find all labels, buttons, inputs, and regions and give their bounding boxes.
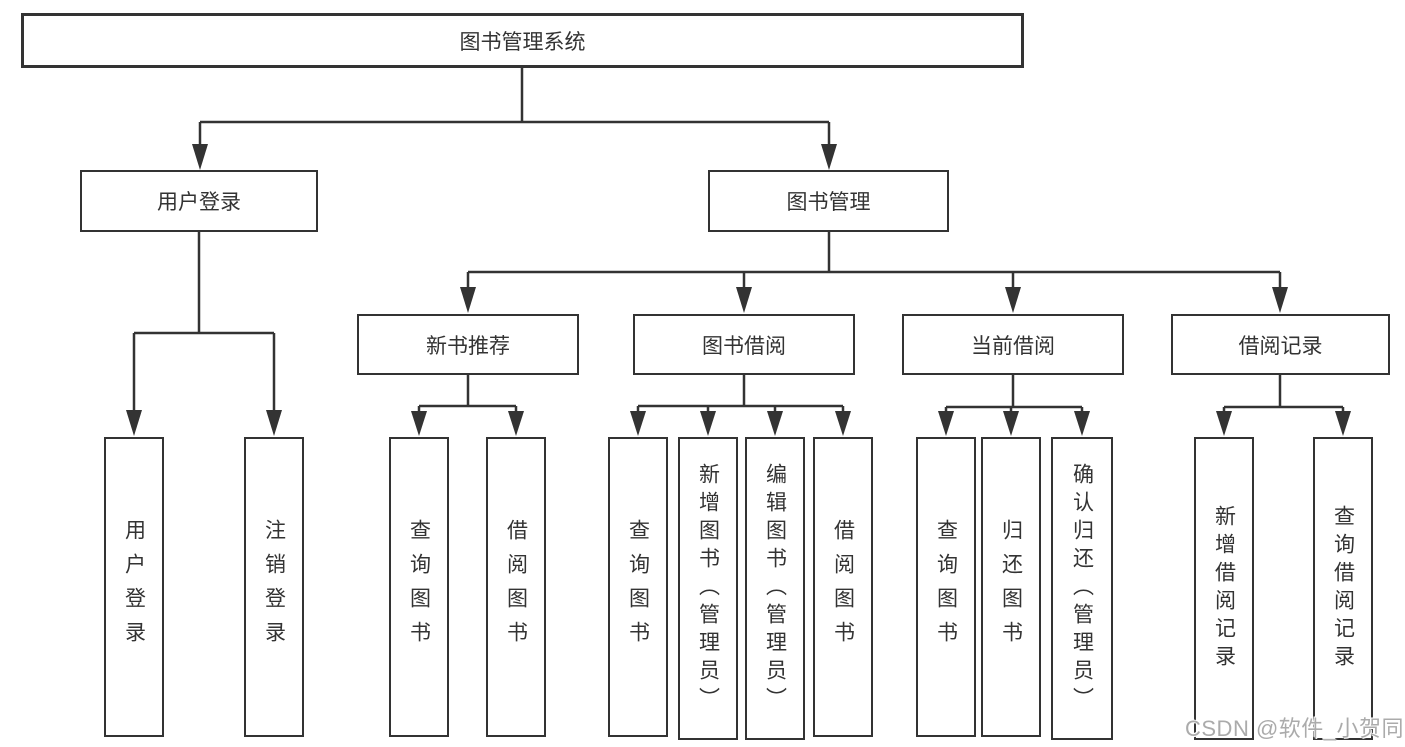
leaf-label: 确认归还（管理员）: [1070, 462, 1094, 715]
leaf-query-books-recommend: 查询图书: [389, 437, 449, 737]
leaf-return-book: 归还图书: [981, 437, 1041, 737]
node-user-login: 用户登录: [80, 170, 318, 232]
node-book-management: 图书管理: [708, 170, 949, 232]
leaf-query-books-current: 查询图书: [916, 437, 976, 737]
leaf-label: 查询图书: [934, 519, 958, 655]
leaf-logout: 注销登录: [244, 437, 304, 737]
node-current-borrow: 当前借阅: [902, 314, 1124, 375]
leaf-confirm-return-admin: 确认归还（管理员）: [1051, 437, 1113, 740]
leaf-label: 归还图书: [999, 519, 1023, 655]
leaf-label: 新增借阅记录: [1212, 504, 1236, 673]
node-root-library-system: 图书管理系统: [21, 13, 1024, 68]
leaf-label: 借阅图书: [831, 519, 855, 655]
leaf-add-borrow-record: 新增借阅记录: [1194, 437, 1254, 740]
leaf-borrow-books: 借阅图书: [813, 437, 873, 737]
leaf-borrow-books-recommend: 借阅图书: [486, 437, 546, 737]
leaf-user-login: 用户登录: [104, 437, 164, 737]
leaf-label: 注销登录: [262, 519, 286, 655]
leaf-query-books-borrow: 查询图书: [608, 437, 668, 737]
leaf-label: 查询图书: [626, 519, 650, 655]
leaf-label: 编辑图书（管理员）: [763, 462, 787, 715]
csdn-watermark: CSDN @软件_小贺同学: [1185, 716, 1405, 741]
node-new-book-recommend: 新书推荐: [357, 314, 579, 375]
node-borrow-records: 借阅记录: [1171, 314, 1390, 375]
leaf-label: 用户登录: [122, 519, 146, 655]
arrowhead-icons: [126, 144, 1351, 436]
leaf-query-borrow-record: 查询借阅记录: [1313, 437, 1373, 740]
leaf-label: 查询借阅记录: [1331, 504, 1355, 673]
leaf-edit-book-admin: 编辑图书（管理员）: [745, 437, 805, 740]
leaf-label: 查询图书: [407, 519, 431, 655]
leaf-label: 新增图书（管理员）: [696, 462, 720, 715]
node-book-borrow: 图书借阅: [633, 314, 855, 375]
leaf-label: 借阅图书: [504, 519, 528, 655]
leaf-add-book-admin: 新增图书（管理员）: [678, 437, 738, 740]
